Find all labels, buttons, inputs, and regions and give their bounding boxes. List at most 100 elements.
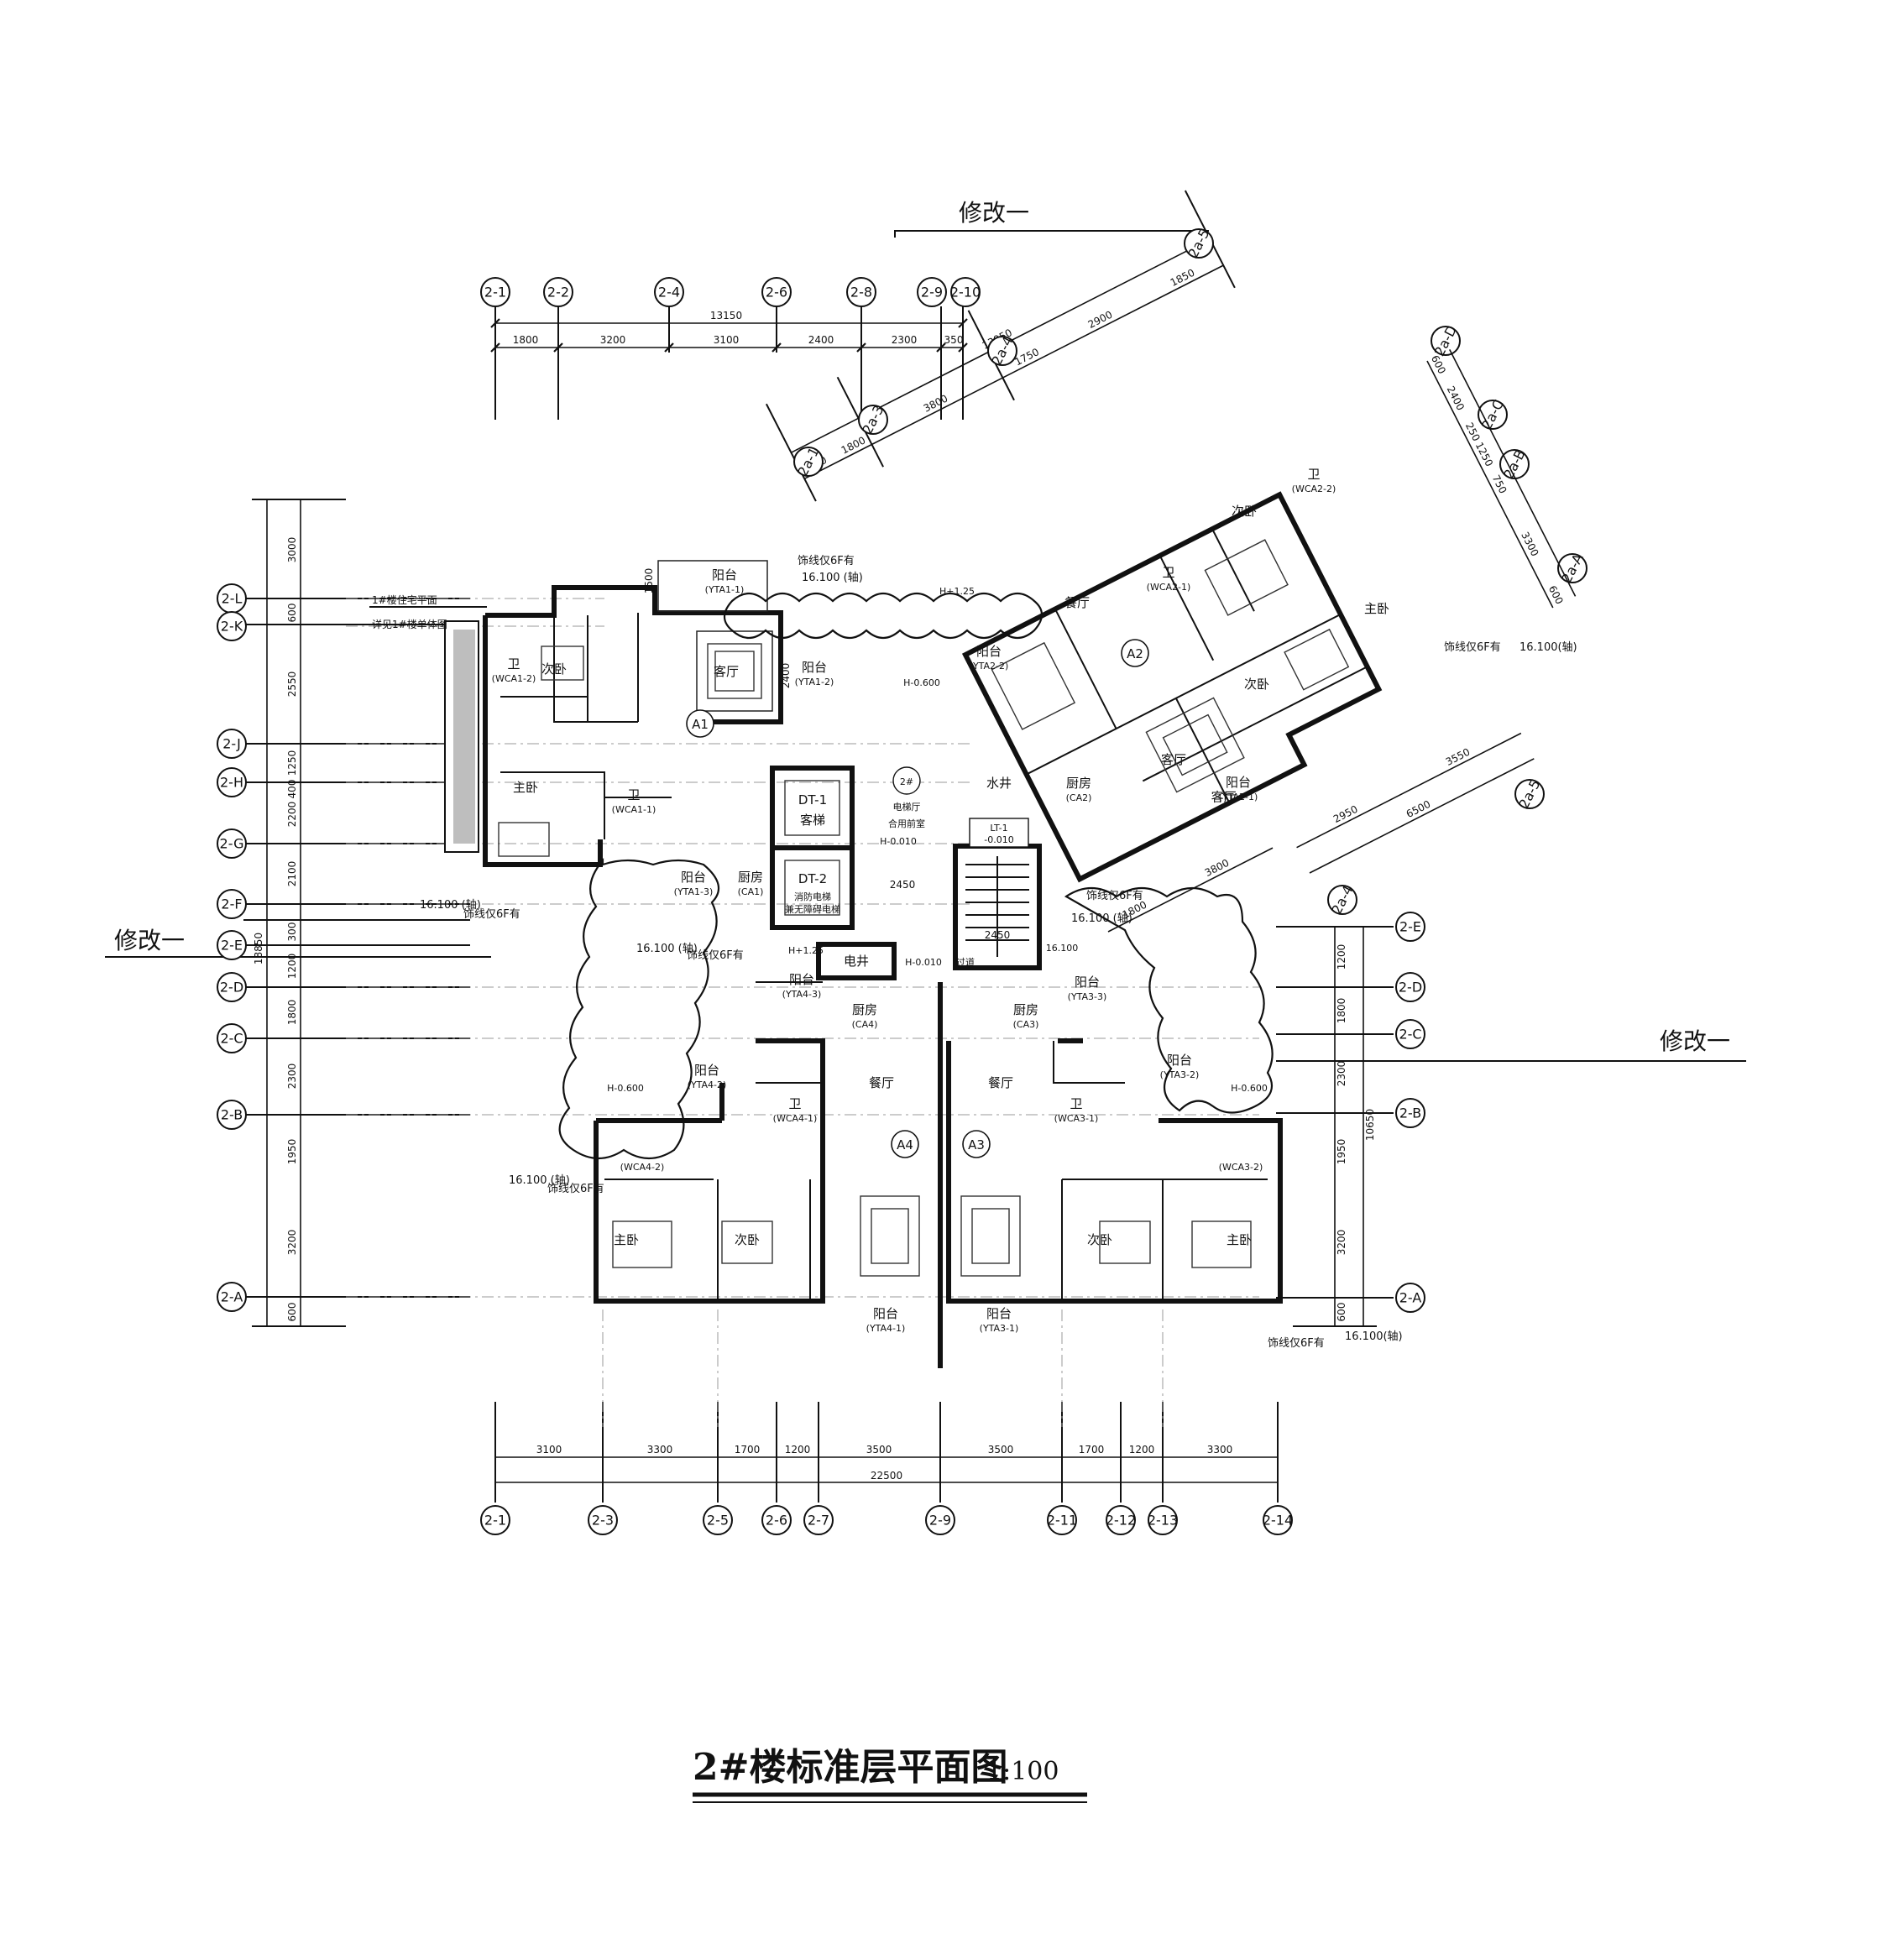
room-label: 次卧 <box>735 1232 760 1247</box>
svg-text:2-D: 2-D <box>220 980 243 996</box>
room-label: 主卧 <box>1227 1232 1252 1247</box>
axis-bubble: 2-C <box>1395 1019 1425 1049</box>
room-label: 阳台 <box>976 644 1002 659</box>
axis-bubble: 2-3 <box>588 1505 618 1535</box>
room-label: 次卧 <box>1244 677 1269 692</box>
axis-bubble: 2-F <box>217 889 247 919</box>
axis-bubble: 2-6 <box>761 1505 792 1535</box>
elevation-notes: 饰线仅6F有 16.100 (轴) 饰线仅6F有 16.100(轴) 16.10… <box>420 555 1577 1350</box>
code-label: (WCA1-2) <box>492 673 536 684</box>
left-seg: 2200 <box>286 802 298 828</box>
core-width: 2450 <box>985 929 1011 941</box>
svg-text:2-3: 2-3 <box>592 1513 614 1529</box>
room-label: 次卧 <box>1087 1232 1112 1247</box>
adjacent-building-1: 1#楼住宅平面 详见1#楼单体图 <box>369 593 487 853</box>
elevation-note: 16.100 (轴) <box>636 943 698 955</box>
axis-bubble: 2-A <box>217 1282 247 1312</box>
rot-right-seg: 1250 <box>1473 441 1495 469</box>
axis-bubble: 2-8 <box>846 277 876 307</box>
left-seg: 1200 <box>286 954 298 980</box>
right-seg: 2300 <box>1336 1061 1347 1087</box>
room-label: 卫 <box>1162 565 1174 580</box>
axis-bubble: 2-14 <box>1263 1505 1293 1535</box>
axis-bubble: 2a-4 <box>1327 883 1357 917</box>
room-label: 电梯厅 <box>893 802 921 813</box>
axis-bubble: 2a-5 <box>1514 777 1545 811</box>
code-label: (YTA1-1) <box>705 584 745 595</box>
room-label: 卫 <box>1307 467 1320 482</box>
bottom-axis-bubbles: 2-1 2-3 2-5 2-6 2-7 2-9 2-11 2-12 2-13 2… <box>480 1505 1293 1535</box>
room-label: 阳台 <box>1075 975 1100 990</box>
axis-bubble: 2-4 <box>654 277 684 307</box>
rotated-right-dims: 600 2400 250 1250 750 3300 600 <box>1426 349 1577 609</box>
axis-bubble: 2-D <box>1395 972 1425 1002</box>
axis-bubble: 2-6 <box>761 277 792 307</box>
ref-note-b: 详见1#楼单体图 <box>372 618 447 630</box>
svg-text:2-8: 2-8 <box>850 285 872 301</box>
top-seg-4: 2400 <box>808 334 834 346</box>
axis-bubble: 2a-5 <box>1184 227 1214 260</box>
svg-text:2-13: 2-13 <box>1148 1513 1178 1529</box>
right-seg: 1200 <box>1336 944 1347 970</box>
left-seg: 2550 <box>286 672 298 698</box>
revision-mark-right: 修改一 <box>1276 1027 1746 1062</box>
misc-dim: 2400 <box>780 663 792 689</box>
room-label: 水井 <box>986 776 1012 791</box>
drawing-title-block: 2#楼标准层平面图 1:100 <box>693 1746 1087 1803</box>
room-label: 餐厅 <box>1064 595 1090 610</box>
svg-text:2-C: 2-C <box>1399 1027 1421 1043</box>
axis-bubble: 2-H <box>217 767 247 797</box>
elevation-note: 16.100 (轴) <box>420 899 481 912</box>
bottom-seg: 3500 <box>866 1444 892 1456</box>
room-label: 客厅 <box>1211 789 1237 804</box>
svg-text:2-L: 2-L <box>222 591 243 607</box>
ref-note-a: 1#楼住宅平面 <box>372 593 437 606</box>
code-label: (YTA2-2) <box>970 661 1009 672</box>
svg-text:2-A: 2-A <box>221 1289 243 1305</box>
code-label: (WCA1-1) <box>612 804 656 815</box>
elevation-label: H-0.010 <box>905 957 942 968</box>
unit-A4: 主卧 次卧 餐厅 厨房 (CA4) 卫 (WCA4-1) (WCA4-2) 阳台… <box>594 945 920 1334</box>
svg-text:2-4: 2-4 <box>658 285 680 301</box>
axis-bubble: 2-L <box>217 583 247 614</box>
room-label: 兼无障碍电梯 <box>785 903 840 915</box>
svg-text:2-A: 2-A <box>1399 1290 1422 1306</box>
svg-text:2-5: 2-5 <box>707 1513 729 1529</box>
svg-text:2-B: 2-B <box>1399 1105 1421 1121</box>
svg-text:2-1: 2-1 <box>484 285 506 301</box>
axis-bubble: 2-1 <box>480 1505 510 1535</box>
svg-text:2-F: 2-F <box>221 896 242 912</box>
revision-mark-left: 修改一 <box>105 927 491 958</box>
axis-bubble: 2a-1 <box>793 445 824 478</box>
revision-label-top: 修改一 <box>959 199 1029 227</box>
room-label: 卫 <box>788 1096 801 1111</box>
room-label: 餐厅 <box>988 1075 1013 1090</box>
decor-note: 饰线仅6F有 <box>1444 641 1501 654</box>
svg-text:2-K: 2-K <box>221 619 243 635</box>
bottom-dimension-group: 22500 3100 3300 1700 1200 3500 3500 1700… <box>494 1402 1279 1503</box>
room-label: 客厅 <box>1161 752 1186 767</box>
elevation-note: 16.100(轴) <box>1345 1330 1403 1343</box>
axis-bubble: 2-9 <box>917 277 947 307</box>
unit-A1: 次卧 客厅 主卧 卫 (WCA1-2) 卫 (WCA1-1) 阳台 (YTA1-… <box>483 560 834 897</box>
axis-bubble: 2-D <box>217 972 247 1002</box>
core-width: 2450 <box>890 879 916 891</box>
rot-right-seg: 3300 <box>1519 530 1540 558</box>
decor-note: 饰线仅6F有 <box>798 555 855 567</box>
svg-text:2-J: 2-J <box>222 736 241 752</box>
bottom-seg: 3300 <box>1207 1444 1233 1456</box>
misc-dim: 1500 <box>643 568 655 594</box>
elevation-label: H-0.600 <box>607 1083 644 1094</box>
axis-bubble: 2-11 <box>1047 1505 1077 1535</box>
unit-label-A1: A1 <box>692 717 709 732</box>
bottom-total-dimension: 22500 <box>871 1470 902 1482</box>
drawing-scale: 1:100 <box>986 1757 1059 1786</box>
svg-text:2-1: 2-1 <box>484 1513 506 1529</box>
room-label: 电井 <box>844 954 869 969</box>
code-label: (YTA1-2) <box>795 677 834 687</box>
room-label: 消防电梯 <box>794 891 831 902</box>
svg-text:2-9: 2-9 <box>921 285 943 301</box>
room-label: DT-2 <box>798 871 827 886</box>
room-label: 厨房 <box>852 1002 877 1017</box>
rot-right-seg: 2400 <box>1445 384 1467 413</box>
